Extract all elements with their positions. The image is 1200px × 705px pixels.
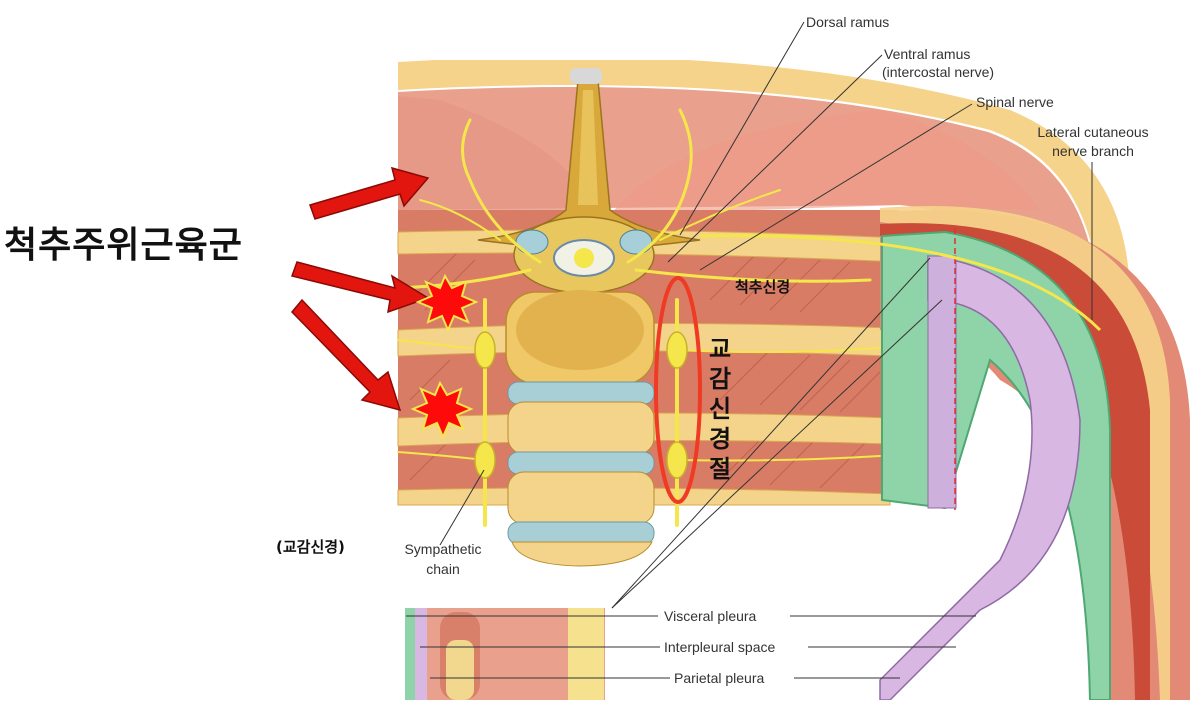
label-ventral-ramus-2: (intercostal nerve)	[882, 64, 995, 80]
label-sympathetic-chain-2: chain	[426, 561, 460, 577]
pain-burst-upper	[415, 273, 479, 333]
ganglion-left-1	[474, 331, 496, 369]
rami-right-2	[676, 347, 881, 354]
vertebral-base	[511, 541, 653, 567]
leader-spinal-nerve	[699, 103, 973, 271]
disc-2	[507, 451, 655, 475]
leader-visceral-1	[611, 257, 931, 609]
ganglion-left-2	[474, 441, 496, 479]
label-parietal-pleura: Parietal pleura	[672, 670, 767, 686]
leader-dorsal-ramus	[679, 21, 805, 236]
sympathetic-ganglia	[474, 331, 688, 479]
skin-fat-layer	[398, 60, 1130, 320]
arrow-up	[309, 166, 430, 220]
label-ventral-ramus-1: Ventral ramus	[884, 46, 971, 62]
rami-right-3	[676, 455, 881, 462]
pain-burst-lower	[410, 380, 474, 440]
inset-bone	[446, 640, 474, 700]
inset-fat	[568, 608, 604, 700]
label-spinal-nerve: Spinal nerve	[976, 94, 1054, 110]
vertebral-column	[477, 68, 701, 567]
intercostal-striations	[409, 249, 881, 489]
supraspinous-ligament	[570, 68, 602, 84]
label-sympathetic-chain-1: Sympathetic	[404, 541, 482, 557]
vertebral-body-2	[507, 401, 655, 455]
ganglion-highlight-ellipse	[654, 276, 702, 504]
lung-section	[927, 255, 957, 509]
arrow-down	[290, 298, 402, 412]
nerve-branch-left-1	[419, 199, 501, 241]
leader-sympathetic-chain	[439, 469, 485, 546]
dorsal-ramus-right	[626, 108, 693, 264]
chest-wall-layers	[699, 205, 1190, 701]
label-dorsal-ramus: Dorsal ramus	[806, 14, 890, 30]
annotation-spinal-nerve: 척추신경	[735, 278, 791, 296]
disc-3	[507, 521, 655, 545]
vertebral-body-top	[516, 290, 644, 370]
intercostal-nerve-curve	[699, 234, 1102, 332]
vertebral-body-3	[507, 471, 655, 525]
dorsal-ramus-left	[461, 118, 542, 264]
label-lateral-cutaneous-2: nerve branch	[1052, 143, 1134, 159]
label-visceral-pleura: Visceral pleura	[662, 608, 759, 624]
red-arrows	[290, 166, 430, 412]
annotation-sympathetic-ganglion: 교감신경절	[708, 335, 732, 483]
leader-lines	[406, 21, 1093, 679]
muscle-shade-right	[610, 110, 1040, 215]
leader-visceral-2	[611, 299, 943, 609]
disc-1	[507, 381, 655, 405]
transverse-process-left	[515, 229, 549, 255]
spinal-cord-center	[574, 248, 594, 268]
pain-bursts	[410, 273, 479, 440]
inset-purple	[415, 608, 427, 700]
inset-green	[405, 608, 415, 700]
pleura-inset	[405, 608, 605, 700]
ganglion-right-2	[666, 441, 688, 479]
transverse-process-right	[619, 229, 653, 255]
leader-ventral-ramus	[667, 54, 883, 263]
arrow-middle	[291, 261, 430, 314]
annotation-paraspinal-muscles: 척추주위근육군	[4, 225, 243, 266]
annotation-sympathetic-nerve: (교감신경)	[276, 538, 345, 556]
ganglion-right-1	[666, 331, 688, 369]
nerve-branch-right-1	[659, 189, 781, 241]
spinous-highlight	[578, 90, 598, 205]
muscle-shade	[398, 96, 590, 215]
spinal-nerve-right	[634, 268, 872, 283]
label-lateral-cutaneous-1: Lateral cutaneous	[1037, 124, 1149, 140]
label-interpleural-space: Interpleural space	[662, 639, 778, 655]
visceral-pleura-purple	[879, 255, 1081, 701]
